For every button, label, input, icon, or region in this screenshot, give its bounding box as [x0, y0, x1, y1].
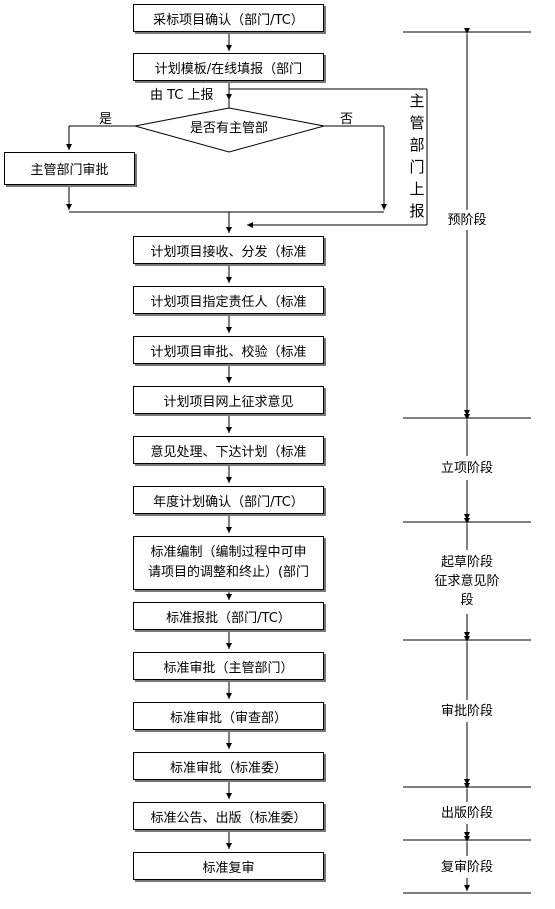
stage-publish: 出版阶段 [440, 806, 493, 821]
compile-line-1: 标准编制（编制过程中可申 [150, 545, 307, 560]
step-annual-confirm: 年度计划确认（部门/TC） [133, 486, 324, 514]
step-approve-dept: 标准审批（主管部门） [133, 652, 324, 680]
stage-approval: 审批阶段 [440, 704, 493, 719]
compile-line-2: 请项目的调整和终止）(部门 [147, 565, 310, 580]
upload-label: 由 TC 上报 [150, 88, 214, 103]
step-assign-owner: 计划项目指定责任人（标准 [133, 286, 324, 314]
stage-draft-line-3: 段 [460, 593, 474, 608]
dept-approval-box: 主管部门审批 [4, 152, 135, 185]
stage-establish: 立项阶段 [440, 461, 493, 476]
stage-draft-line-2: 征求意见阶 [434, 574, 500, 589]
step-submit: 标准报批（部门/TC） [133, 602, 324, 630]
step-review-verify: 计划项目审批、校验（标准 [133, 336, 324, 364]
step-compile: 标准编制（编制过程中可申 请项目的调整和终止）(部门 [133, 536, 324, 590]
step-plan-template: 计划模板/在线填报（部门 [133, 53, 324, 81]
stage-draft-line-1: 起草阶段 [440, 555, 493, 570]
stage-pre: 预阶段 [447, 213, 487, 228]
dept-report-label: 主 管 部 门 上 报 [409, 92, 425, 220]
step-publish: 标准公告、出版（标准委） [133, 802, 324, 830]
step-adopt-confirm: 采标项目确认（部门/TC） [133, 4, 324, 32]
stage-draft: 起草阶段 征求意见阶 段 [403, 553, 531, 610]
step-re-review: 标准复审 [133, 852, 324, 880]
step-approve-committee: 标准审批（标准委） [133, 752, 324, 780]
yes-label: 是 [99, 112, 113, 127]
no-label: 否 [340, 112, 354, 127]
stage-review: 复审阶段 [440, 860, 493, 875]
decision-text: 是否有主管部 [190, 121, 269, 136]
step-issue-plan: 意见处理、下达计划（标准 [133, 436, 324, 464]
step-receive-distribute: 计划项目接收、分发（标准 [133, 236, 324, 264]
step-online-comment: 计划项目网上征求意见 [133, 386, 324, 414]
step-approve-review: 标准审批（审查部） [133, 702, 324, 730]
